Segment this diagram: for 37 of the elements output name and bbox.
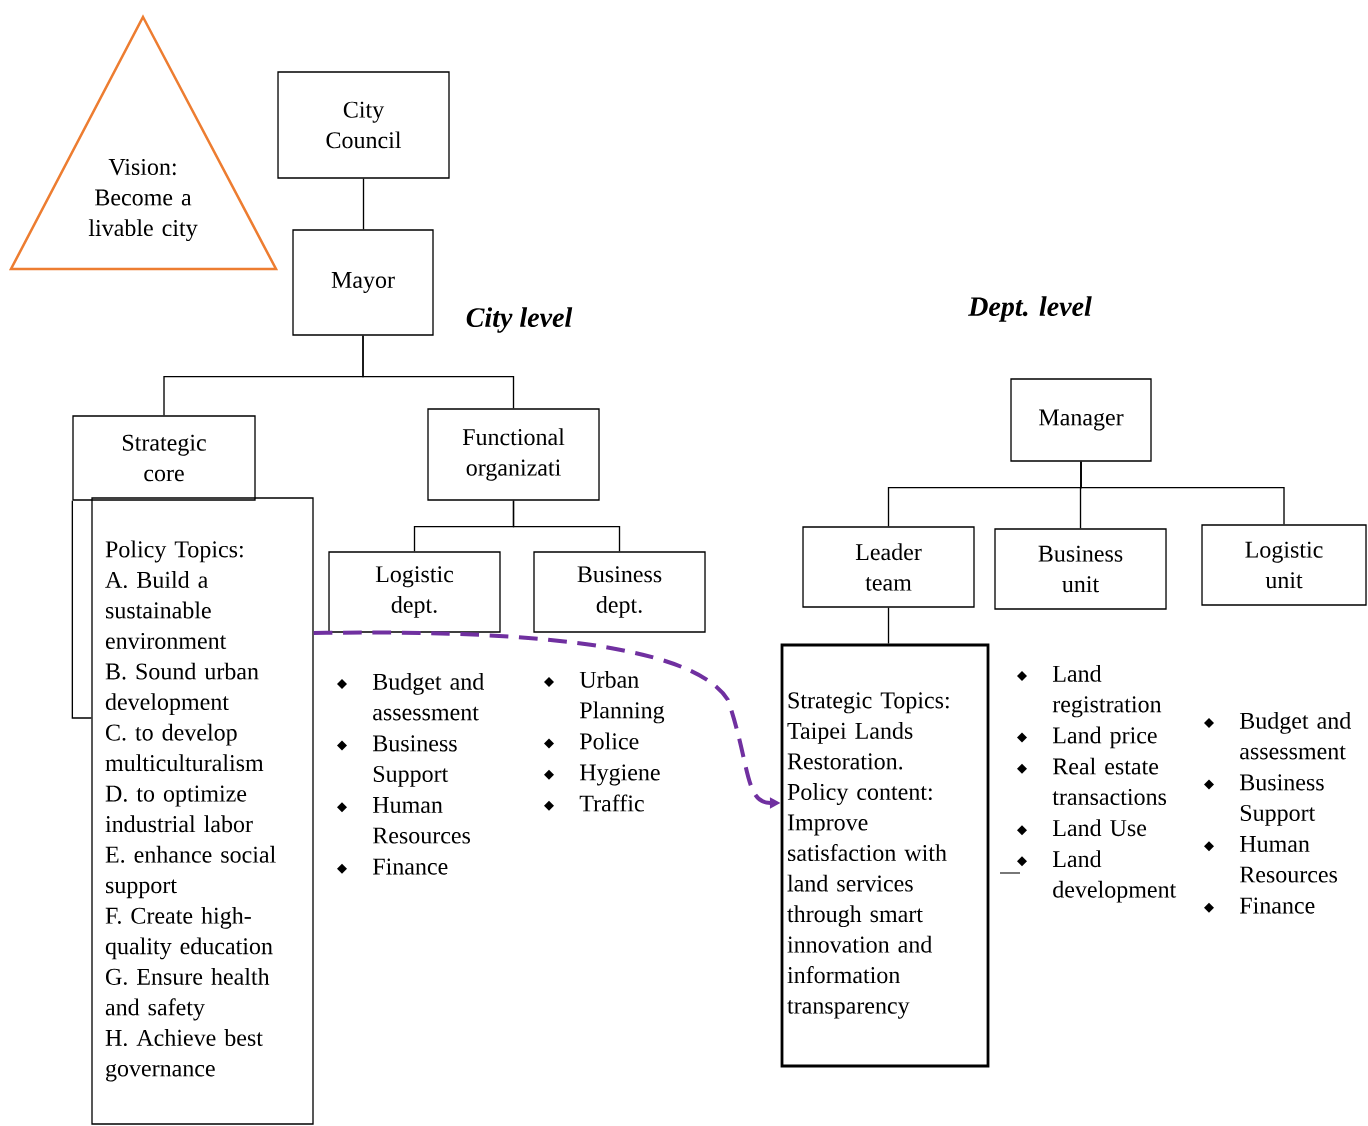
connector-line: [362, 335, 515, 409]
org-box: City Council: [277, 71, 450, 179]
bullet-item: Finance: [1204, 897, 1315, 914]
strategy-box: Strategic Topics: Taipei Lands Restoration. Policy content: Improve satisfaction with land services through smart innovation and information transparency: [780, 643, 990, 1068]
level-heading: City level: [466, 307, 573, 333]
level-heading: Dept. level: [968, 296, 1092, 322]
bullet-item: Land registration: [1017, 664, 1162, 718]
bullet-item: Business Support: [1204, 774, 1324, 826]
bullet-item: Traffic: [544, 794, 644, 812]
connector-line: [512, 500, 621, 552]
bullet-item: Business Support: [337, 735, 457, 787]
org-box: Functional organizati: [427, 408, 600, 501]
bullet-item: Hygiene: [544, 764, 660, 786]
org-box: Leader team: [802, 526, 975, 608]
org-box: Logistic unit: [1201, 524, 1367, 606]
bullet-item: Budget and assessment: [1204, 711, 1351, 760]
org-box: Logistic dept.: [328, 551, 501, 633]
bullet-item: Finance: [337, 858, 448, 875]
bullet-item: Land development: [1017, 850, 1177, 903]
bullet-item: Budget and assessment: [337, 672, 484, 721]
org-box: Business unit: [994, 528, 1167, 610]
bullet-item: Real estate transactions: [1017, 757, 1167, 806]
connector-line: [1080, 461, 1285, 525]
bullet-item: Police: [544, 732, 639, 750]
policy-box: Policy Topics: A. Build a sustainable environment B. Sound urban development C. to develop multiculturalism D. to optimize industrial labor E. enhance social support F. Create high-quality education G. Ensure health and safety H. Achieve best governance: [91, 497, 314, 1125]
bullet-item: Human Resources: [1204, 836, 1338, 883]
connector-line: [887, 607, 890, 645]
org-box: Manager: [1010, 378, 1152, 462]
bullet-item: Land price: [1017, 726, 1157, 749]
org-box: Strategic core: [72, 415, 256, 501]
bullet-item: Human Resources: [337, 797, 471, 844]
bullet-item: Urban Planning: [544, 670, 665, 724]
org-box: Business dept.: [533, 551, 706, 633]
connector-line: [71, 500, 92, 719]
bullet-item: Land Use: [1017, 819, 1147, 837]
connector-line: [362, 178, 365, 230]
org-box: Mayor: [292, 229, 434, 336]
